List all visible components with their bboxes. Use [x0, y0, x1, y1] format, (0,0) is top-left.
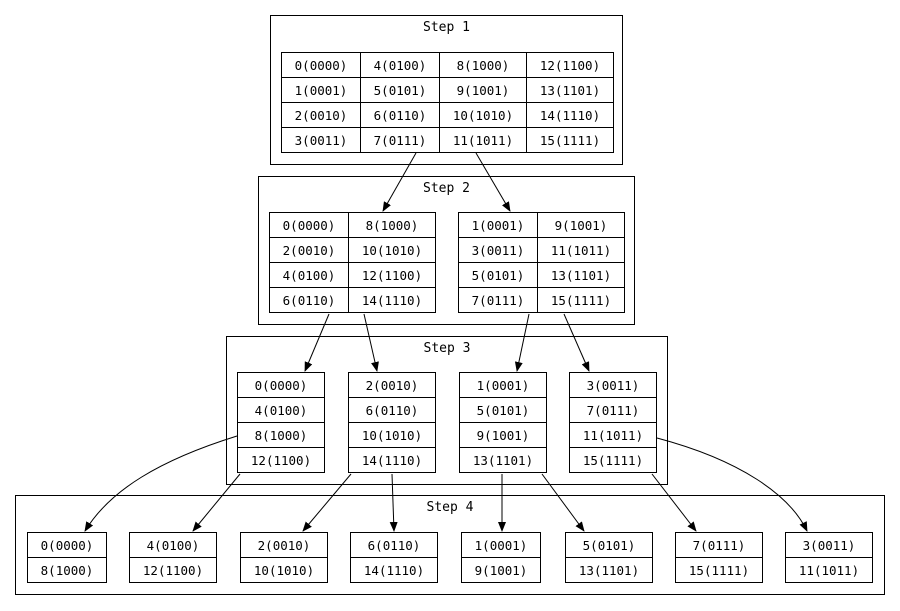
table-cell: 1(0001) [282, 78, 361, 103]
table-cell: 9(1001) [462, 558, 541, 583]
table-cell: 2(0010) [270, 238, 349, 263]
table-cell: 10(1010) [349, 238, 436, 263]
table-cell: 15(1111) [527, 128, 614, 153]
table-cell: 7(0111) [361, 128, 440, 153]
step-4-table-5: 1(0001)9(1001) [461, 532, 541, 583]
step-1-table-1: 0(0000)4(0100)8(1000)12(1100) 1(0001)5(01… [281, 52, 614, 153]
table-cell: 15(1111) [676, 558, 763, 583]
table-cell: 13(1101) [566, 558, 653, 583]
table-cell: 3(0011) [570, 373, 657, 398]
table-cell: 11(1011) [538, 238, 625, 263]
table-cell: 15(1111) [538, 288, 625, 313]
step-2-label: Step 2 [423, 181, 470, 196]
table-cell: 11(1011) [440, 128, 527, 153]
step-4-table-8: 3(0011)11(1011) [785, 532, 873, 583]
table-cell: 0(0000) [270, 213, 349, 238]
table-cell: 13(1101) [460, 448, 547, 473]
table-cell: 10(1010) [241, 558, 328, 583]
table-cell: 10(1010) [349, 423, 436, 448]
table-cell: 6(0110) [361, 103, 440, 128]
step-4-table-7: 7(0111)15(1111) [675, 532, 763, 583]
table-cell: 6(0110) [349, 398, 436, 423]
table-cell: 0(0000) [282, 53, 361, 78]
step-2-table-2: 1(0001)9(1001)3(0011)11(1011)5(0101)13(1… [458, 212, 625, 313]
table-cell: 8(1000) [238, 423, 325, 448]
table-cell: 0(0000) [28, 533, 107, 558]
table-cell: 9(1001) [460, 423, 547, 448]
table-cell: 14(1110) [527, 103, 614, 128]
table-cell: 4(0100) [361, 53, 440, 78]
step-4-table-4: 6(0110)14(1110) [350, 532, 438, 583]
table-cell: 7(0111) [676, 533, 763, 558]
table-cell: 7(0111) [570, 398, 657, 423]
table-cell: 10(1010) [440, 103, 527, 128]
step-4-label: Step 4 [426, 500, 474, 515]
table-cell: 13(1101) [538, 263, 625, 288]
table-cell: 1(0001) [460, 373, 547, 398]
table-cell: 4(0100) [238, 398, 325, 423]
table-cell: 2(0010) [241, 533, 328, 558]
step-3-table-1: 0(0000)4(0100)8(1000)12(1100) [237, 372, 325, 473]
step-2-table-1: 0(0000)8(1000)2(0010)10(1010)4(0100)12(1… [269, 212, 436, 313]
step-3-label: Step 3 [423, 341, 471, 356]
table-cell: 2(0010) [349, 373, 436, 398]
table-cell: 6(0110) [270, 288, 349, 313]
table-cell: 8(1000) [28, 558, 107, 583]
table-cell: 14(1110) [349, 288, 436, 313]
table-cell: 1(0001) [459, 213, 538, 238]
table-cell: 5(0101) [566, 533, 653, 558]
table-cell: 3(0011) [282, 128, 361, 153]
table-cell: 12(1100) [349, 263, 436, 288]
step-4-table-1: 0(0000)8(1000) [27, 532, 107, 583]
table-cell: 8(1000) [349, 213, 436, 238]
table-cell: 4(0100) [130, 533, 217, 558]
table-cell: 9(1001) [538, 213, 625, 238]
table-cell: 11(1011) [570, 423, 657, 448]
table-cell: 14(1110) [349, 448, 436, 473]
step-4-table-2: 4(0100)12(1100) [129, 532, 217, 583]
table-cell: 12(1100) [130, 558, 217, 583]
step-1-label: Step 1 [423, 20, 470, 35]
table-cell: 5(0101) [361, 78, 440, 103]
table-cell: 1(0001) [462, 533, 541, 558]
table-cell: 5(0101) [460, 398, 547, 423]
table-cell: 3(0011) [459, 238, 538, 263]
table-cell: 15(1111) [570, 448, 657, 473]
table-cell: 6(0110) [351, 533, 438, 558]
step-3-table-3: 1(0001)5(0101)9(1001)13(1101) [459, 372, 547, 473]
table-cell: 3(0011) [786, 533, 873, 558]
table-cell: 12(1100) [527, 53, 614, 78]
step-4-table-3: 2(0010)10(1010) [240, 532, 328, 583]
table-cell: 13(1101) [527, 78, 614, 103]
table-cell: 8(1000) [440, 53, 527, 78]
table-cell: 4(0100) [270, 263, 349, 288]
table-cell: 0(0000) [238, 373, 325, 398]
table-cell: 11(1011) [786, 558, 873, 583]
table-cell: 7(0111) [459, 288, 538, 313]
table-cell: 2(0010) [282, 103, 361, 128]
step-3-table-4: 3(0011)7(0111)11(1011)15(1111) [569, 372, 657, 473]
table-cell: 9(1001) [440, 78, 527, 103]
table-cell: 5(0101) [459, 263, 538, 288]
table-cell: 14(1110) [351, 558, 438, 583]
step-4-table-6: 5(0101)13(1101) [565, 532, 653, 583]
table-cell: 12(1100) [238, 448, 325, 473]
step-3-table-2: 2(0010)6(0110)10(1010)14(1110) [348, 372, 436, 473]
